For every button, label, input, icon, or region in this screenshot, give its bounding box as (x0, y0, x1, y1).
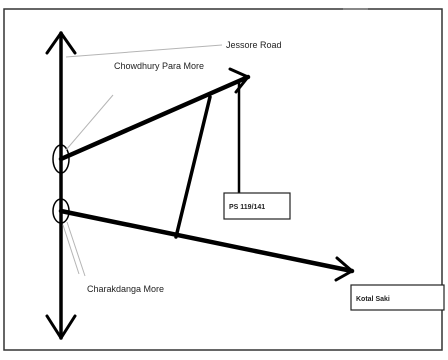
kotal-saki-label: Kotal Saki (356, 296, 390, 303)
jessore-road-pointer (65, 44, 223, 58)
charakdanga-pointer-2 (62, 224, 80, 275)
jessore-road-label: Jessore Road (226, 40, 282, 50)
chowdhury-para-junction-circle (52, 144, 70, 174)
ps-box (223, 192, 291, 220)
chowdhury-para-more-label: Chowdhury Para More (114, 61, 204, 71)
chowdhury-para-pointer (65, 94, 114, 151)
charakdanga-more-label: Charakdanga More (87, 284, 164, 294)
kotal-saki-box (350, 284, 445, 311)
lower-branch-arrow (334, 256, 354, 282)
charakdanga-pointer-1 (66, 221, 86, 277)
jessore-road-arrow-top (45, 31, 77, 55)
upper-branch-road (58, 74, 251, 162)
connector-road (174, 95, 212, 239)
lower-branch-road (58, 208, 355, 274)
jessore-road-arrow-bottom (45, 314, 77, 340)
ps-box-label: PS 119/141 (229, 204, 265, 211)
diagram-frame (3, 8, 443, 351)
